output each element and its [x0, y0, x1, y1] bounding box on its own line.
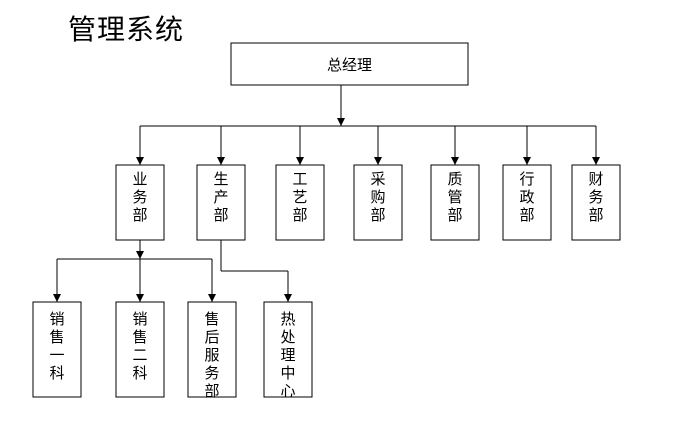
node-gongyi[interactable]: 工艺部 — [275, 164, 325, 241]
arrow-to-shouhou — [208, 294, 216, 302]
node-xingzheng-label: 行政部 — [519, 170, 534, 224]
arrow-to-shengchan — [217, 157, 225, 165]
arrow-root — [337, 118, 345, 126]
node-zhiguan[interactable]: 质管部 — [430, 164, 480, 241]
node-caiwu-label: 财务部 — [588, 170, 603, 224]
arrow-to-caigou — [374, 157, 382, 165]
arrow-to-yewu — [136, 157, 144, 165]
node-caigou[interactable]: 采购部 — [353, 164, 403, 241]
node-xingzheng[interactable]: 行政部 — [502, 164, 552, 241]
node-shengchan[interactable]: 生产部 — [196, 164, 246, 241]
node-shengchan-label: 生产部 — [213, 170, 228, 224]
node-root[interactable]: 总经理 — [230, 42, 469, 86]
node-caigou-label: 采购部 — [370, 170, 385, 224]
sub-unit-nodes: 销售一科 销售二科 售后服务部 热处理中心 — [32, 301, 313, 400]
connector-lines — [53, 85, 600, 302]
node-shouhou[interactable]: 售后服务部 — [187, 301, 237, 400]
node-xiaoshou1[interactable]: 销售一科 — [32, 301, 82, 398]
arrow-to-xiaoshou2 — [136, 294, 144, 302]
node-gongyi-label: 工艺部 — [292, 170, 307, 224]
node-xiaoshou2[interactable]: 销售二科 — [115, 301, 165, 398]
node-xiaoshou2-label: 销售二科 — [132, 310, 147, 382]
node-caiwu[interactable]: 财务部 — [571, 164, 621, 241]
node-zhiguan-label: 质管部 — [447, 170, 462, 224]
arrow-to-gongyi — [296, 157, 304, 165]
arrow-to-xiaoshou1 — [53, 294, 61, 302]
node-root-label: 总经理 — [327, 56, 372, 74]
arrow-yewu-bus — [136, 251, 144, 259]
arrow-to-xingzheng — [523, 157, 531, 165]
arrow-to-caiwu — [592, 157, 600, 165]
node-yewu-label: 业务部 — [132, 170, 147, 224]
arrow-to-zhiguan — [451, 157, 459, 165]
arrow-to-rechuli — [284, 294, 292, 302]
page-title: 管理系统 — [68, 13, 185, 46]
node-rechuli[interactable]: 热处理中心 — [263, 301, 313, 400]
node-shouhou-label: 售后服务部 — [204, 310, 219, 400]
node-rechuli-label: 热处理中心 — [280, 310, 295, 400]
department-nodes: 业务部 生产部 工艺部 采购部 质管部 行政部 财务部 — [115, 164, 621, 241]
node-xiaoshou1-label: 销售一科 — [49, 310, 64, 382]
node-yewu[interactable]: 业务部 — [115, 164, 165, 241]
